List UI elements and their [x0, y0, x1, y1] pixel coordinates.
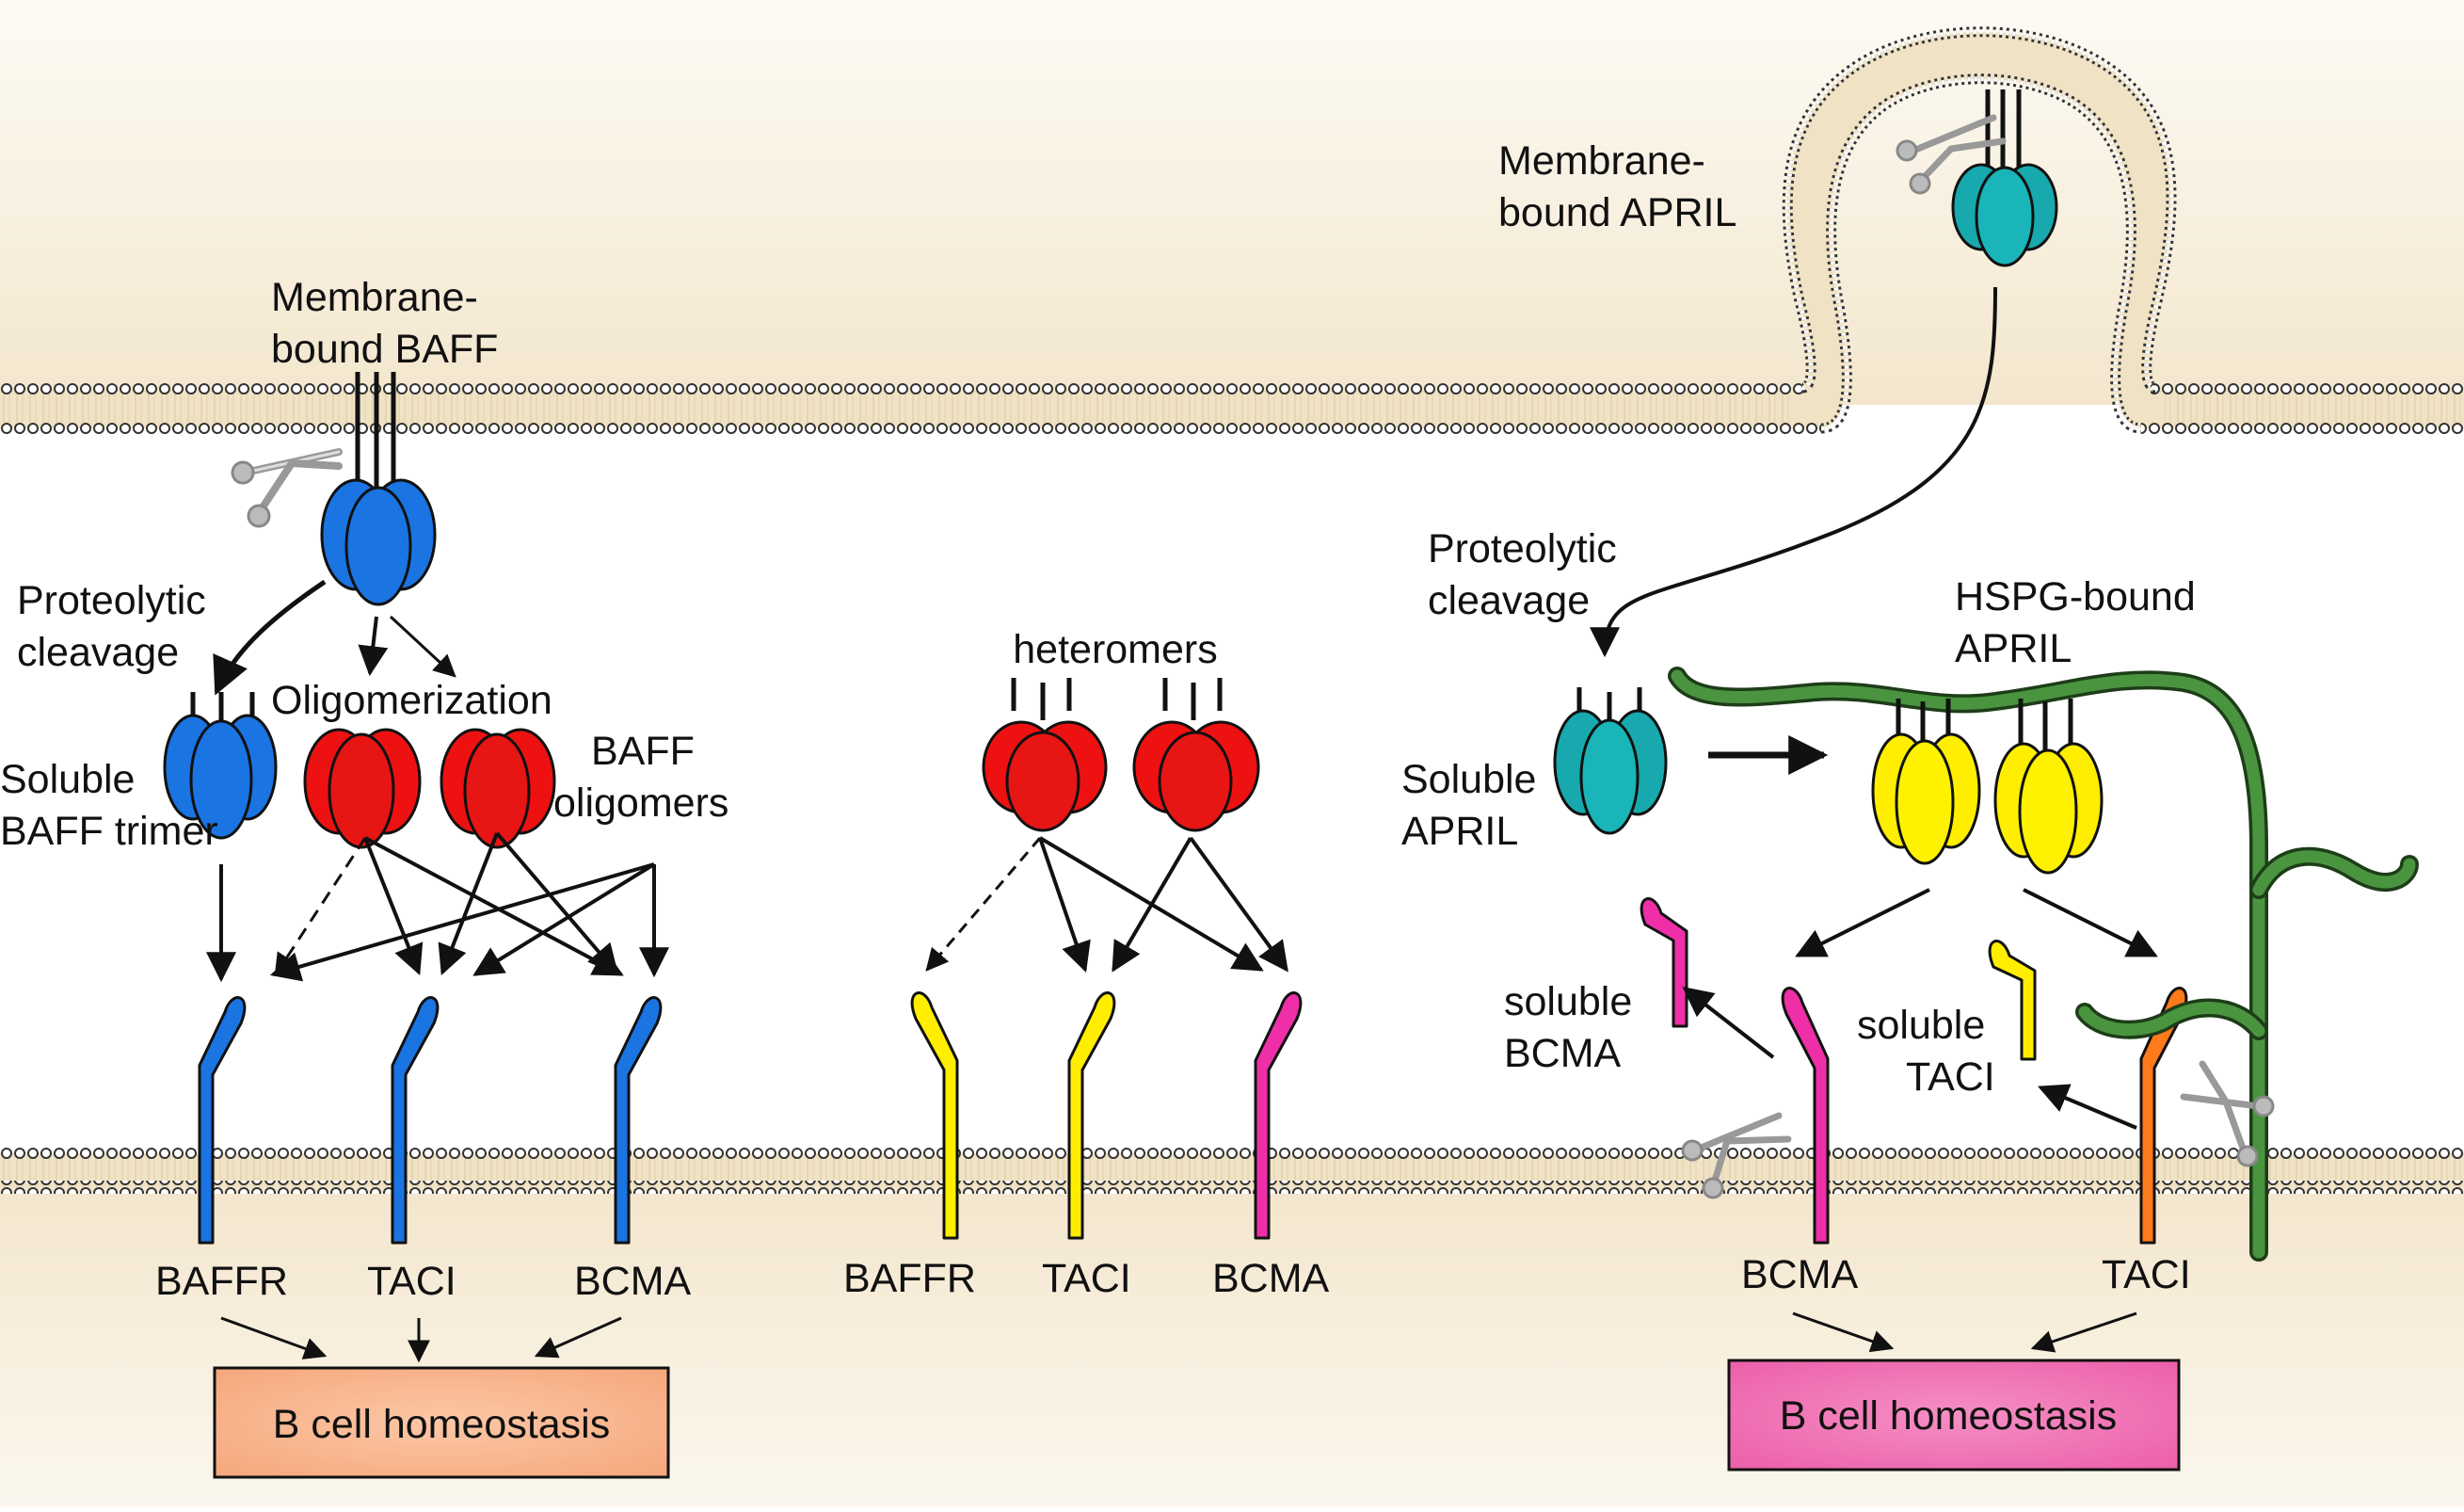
- receptor-bcma-middle: [1254, 991, 1303, 1240]
- heteromer-2: [1132, 678, 1260, 832]
- soluble-baff-trimer-label-1: Soluble: [0, 757, 135, 802]
- receptor-bcma-left-shape: [614, 996, 663, 1245]
- hspg-bound-april-1: [1871, 699, 1981, 865]
- hspg-label-2: APRIL: [1955, 626, 2072, 671]
- receptor-bcma-right: [1781, 987, 1830, 1245]
- membrane-baff-label-2: bound BAFF: [271, 327, 498, 372]
- soluble-taci-label-2: TACI: [1906, 1054, 1995, 1100]
- membrane-baff-trimer: [320, 478, 437, 606]
- arrow-oligomerization-2: [389, 615, 456, 678]
- soluble-baff-trimer-label-2: BAFF trimer: [0, 809, 218, 854]
- left-receptor-label-baffr: BAFFR: [155, 1259, 288, 1304]
- heteromer-binding-arrows: [925, 836, 1288, 973]
- baff-oligomer-1: [303, 728, 422, 849]
- scissors-icon: [1681, 1112, 1792, 1199]
- receptor-taci-middle-shape: [1067, 991, 1116, 1240]
- membrane-baff-stalks: [355, 372, 396, 508]
- soluble-taci-fragment: [1988, 940, 2037, 1061]
- right-panel-april: Membrane- bound APRIL Proteolytic cleava…: [1401, 89, 2419, 1262]
- arrow-cleavage: [213, 579, 327, 696]
- receptor-taci-left-shape: [391, 996, 440, 1245]
- april-proteolytic-label-1: Proteolytic: [1428, 526, 1617, 571]
- heteromer-1: [982, 678, 1108, 832]
- hspg-label-1: HSPG-bound: [1955, 574, 2196, 619]
- soluble-april-trimer: [1553, 687, 1668, 835]
- receptor-bcma-left: [614, 996, 663, 1245]
- proteolytic-cleavage-label-2: cleavage: [17, 630, 179, 675]
- membrane-april-label-2: bound APRIL: [1498, 190, 1736, 235]
- left-outcome-label: B cell homeostasis: [273, 1402, 611, 1447]
- baff-binding-arrows: [206, 831, 669, 983]
- left-receptor-label-taci: TACI: [367, 1259, 456, 1304]
- middle-receptor-label-bcma: BCMA: [1212, 1256, 1330, 1301]
- hspg-chain: [1668, 667, 2419, 1262]
- receptor-baffr-left: [198, 996, 247, 1245]
- receptor-bcma-middle-shape: [1254, 991, 1303, 1240]
- soluble-bcma-label-1: soluble: [1504, 979, 1632, 1024]
- left-receptor-label-bcma: BCMA: [574, 1259, 692, 1304]
- hspg-bound-april-2: [1993, 699, 2104, 875]
- middle-receptor-label-taci: TACI: [1042, 1256, 1131, 1301]
- scissors-icon: [2180, 1060, 2275, 1167]
- soluble-baff-trimer: [163, 692, 278, 840]
- right-receptor-label-taci: TACI: [2102, 1252, 2191, 1297]
- soluble-april-label-2: APRIL: [1401, 809, 1518, 854]
- april-binding-arrows: [1682, 888, 2158, 1130]
- scissors-icon: [1896, 114, 2007, 195]
- membrane-april-trimer: [1951, 163, 2058, 267]
- right-outcome-label: B cell homeostasis: [1780, 1393, 2118, 1439]
- baff-oligomers-label-2: oligomers: [553, 780, 728, 826]
- soluble-april-label-1: Soluble: [1401, 757, 1536, 802]
- right-outcome-box: [1727, 1359, 2181, 1472]
- arrow-oligomerization-1: [358, 616, 389, 677]
- arrow-april-cleavage: [1590, 286, 1997, 658]
- proteolytic-cleavage-label-1: Proteolytic: [17, 578, 206, 623]
- membrane-baff-label-1: Membrane-: [271, 275, 478, 320]
- receptor-bcma-right-shape: [1781, 987, 1830, 1245]
- middle-receptor-label-baffr: BAFFR: [843, 1256, 976, 1301]
- middle-panel-heteromers: heteromers: [925, 627, 1288, 973]
- left-outcome-arrows: [220, 1316, 622, 1363]
- left-panel-baff: Membrane- bound BAFF Proteolytic cleavag…: [0, 275, 728, 983]
- oligomerization-label: Oligomerization: [271, 678, 552, 723]
- receptor-taci-left: [391, 996, 440, 1245]
- soluble-bcma-label-2: BCMA: [1504, 1031, 1622, 1076]
- april-proteolytic-label-2: cleavage: [1428, 578, 1590, 623]
- soluble-taci-label-1: soluble: [1857, 1003, 1985, 1048]
- top-cell-membrane: [0, 26, 2464, 435]
- scissors-icon: [231, 448, 343, 528]
- soluble-bcma-fragment: [1640, 897, 1688, 1028]
- b-cell-membrane: [0, 1147, 2464, 1194]
- right-receptor-label-bcma: BCMA: [1741, 1252, 1859, 1297]
- receptor-baffr-left-shape: [198, 996, 247, 1245]
- baff-oligomers-label-1: BAFF: [591, 729, 695, 774]
- baff-oligomer-2: [440, 728, 556, 849]
- receptor-baffr-middle-shape: [910, 991, 959, 1240]
- receptor-taci-middle: [1067, 991, 1116, 1240]
- heteromers-label: heteromers: [1013, 627, 1217, 672]
- left-outcome-box: [213, 1366, 670, 1479]
- membrane-april-label-1: Membrane-: [1498, 138, 1705, 184]
- soluble-bcma-fragment-shape: [1640, 897, 1688, 1028]
- soluble-taci-fragment-shape: [1988, 940, 2037, 1061]
- receptor-baffr-middle: [910, 991, 959, 1240]
- right-outcome-arrows: [1792, 1311, 2137, 1353]
- receptors-layer: [198, 897, 2188, 1245]
